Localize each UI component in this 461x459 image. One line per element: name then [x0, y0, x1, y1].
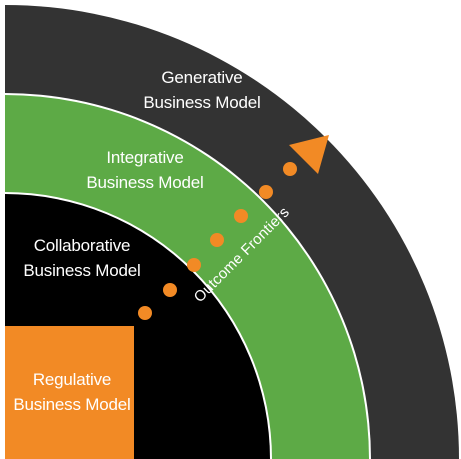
regulative-box: [5, 326, 134, 459]
collaborative-label: Collaborative Business Model: [23, 236, 140, 280]
regulative-label-line1: Regulative: [33, 370, 111, 389]
arrow-head-icon: [289, 135, 329, 174]
arrow-dot: [234, 209, 248, 223]
arrow-dot: [187, 258, 201, 272]
outcome-frontiers-dots: [138, 162, 297, 320]
arrow-dot: [138, 306, 152, 320]
integrative-label-line2: Business Model: [86, 173, 203, 192]
collaborative-label-line2: Business Model: [23, 261, 140, 280]
generative-label-line2: Business Model: [143, 93, 260, 112]
regulative-label: Regulative Business Model: [13, 370, 130, 414]
generative-label-line1: Generative: [161, 68, 242, 87]
arrow-dot: [210, 233, 224, 247]
arrow-dot: [283, 162, 297, 176]
arrow-dot: [259, 185, 273, 199]
integrative-label-line1: Integrative: [106, 148, 183, 167]
integrative-label: Integrative Business Model: [86, 148, 203, 192]
regulative-label-line2: Business Model: [13, 395, 130, 414]
collaborative-label-line1: Collaborative: [34, 236, 131, 255]
arrow-dot: [163, 283, 177, 297]
generative-label: Generative Business Model: [143, 68, 260, 112]
